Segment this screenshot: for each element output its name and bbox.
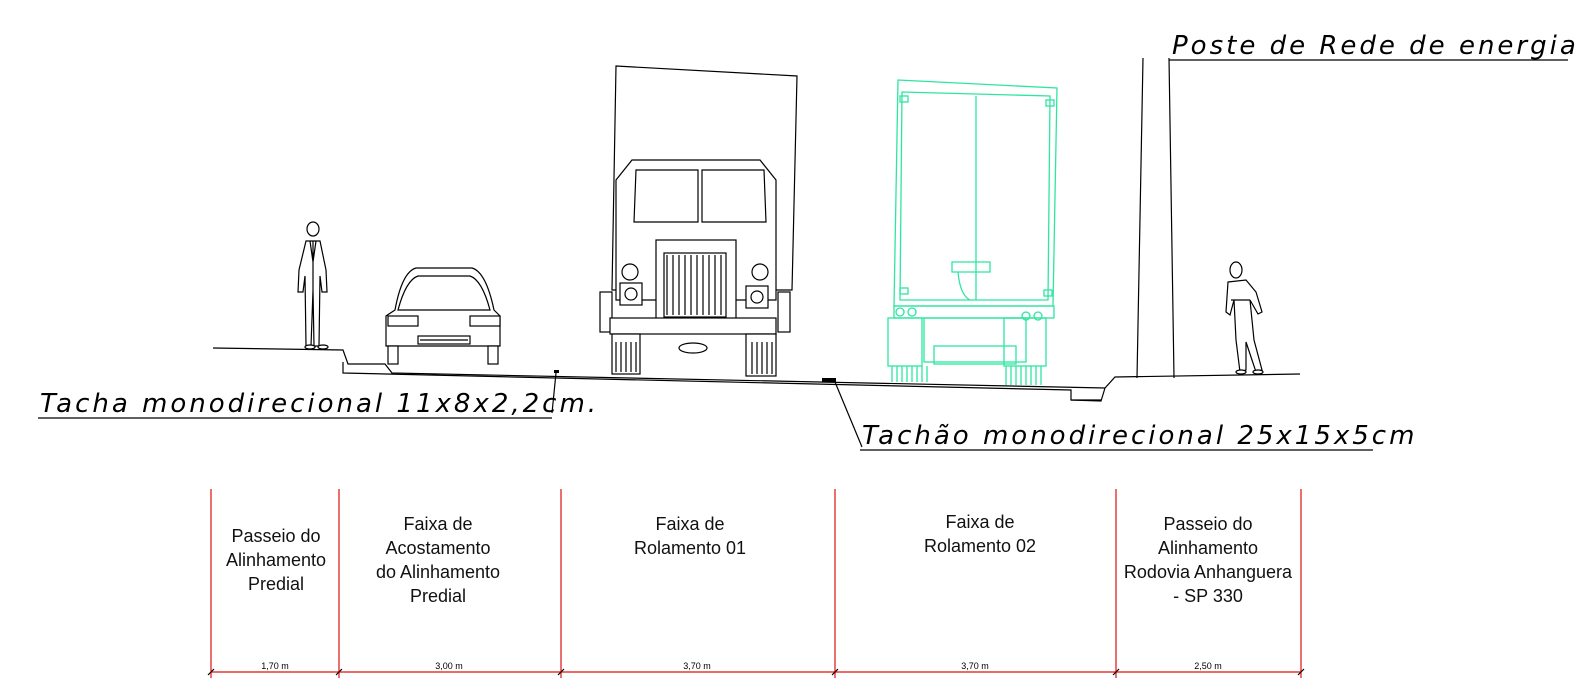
road-profile [212, 347, 1301, 402]
segment-label-line: Predial [410, 586, 466, 606]
pole-label: Poste de Rede de energia [1172, 31, 1579, 61]
tacha-marker [551, 370, 559, 414]
segment-label-line: Acostamento [385, 538, 490, 558]
segment-passeio-predial: Passeio do Alinhamento Predial 1,70 m [226, 526, 326, 671]
dimension-section [207, 489, 1305, 678]
car-front-icon [385, 267, 501, 365]
tachao-label: Tachão monodirecional 25x15x5cm [862, 421, 1417, 451]
utility-pole-icon [1136, 57, 1568, 379]
segment-label-line: Faixa de [945, 512, 1014, 532]
truck-front-icon [599, 65, 798, 377]
truck-rear-icon [887, 79, 1058, 385]
segment-label-line: Passeio do [231, 526, 320, 546]
segment-width: 3,70 m [961, 661, 989, 671]
tacha-label: Tacha monodirecional 11x8x2,2cm. [40, 389, 599, 419]
segment-width: 3,70 m [683, 661, 711, 671]
segment-width: 2,50 m [1194, 661, 1222, 671]
segment-label-line: Alinhamento [226, 550, 326, 570]
segment-label-line: Faixa de [403, 514, 472, 534]
segment-acostamento: Faixa de Acostamento do Alinhamento Pred… [376, 514, 500, 671]
tachao-marker [822, 378, 863, 448]
segment-label-line: - SP 330 [1173, 586, 1243, 606]
segment-label-line: Rolamento 02 [924, 536, 1036, 556]
truck-rear-tires [891, 366, 1042, 385]
segment-label-line: Alinhamento [1158, 538, 1258, 558]
segment-label-line: Rolamento 01 [634, 538, 746, 558]
segment-rolamento-02: Faixa de Rolamento 02 3,70 m [924, 512, 1036, 671]
segment-width: 1,70 m [261, 661, 289, 671]
truck-grille [663, 252, 727, 318]
segment-rolamento-01: Faixa de Rolamento 01 3,70 m [634, 514, 746, 671]
segment-label-line: do Alinhamento [376, 562, 500, 582]
segment-label-line: Passeio do [1163, 514, 1252, 534]
segment-passeio-rodovia: Passeio do Alinhamento Rodovia Anhanguer… [1124, 514, 1293, 671]
segment-label-line: Faixa de [655, 514, 724, 534]
pedestrian-right-icon [1225, 261, 1264, 375]
truck-wheels-front [611, 333, 777, 377]
pedestrian-left-icon [297, 221, 329, 350]
segment-label-line: Rodovia Anhanguera [1124, 562, 1293, 582]
segment-width: 3,00 m [435, 661, 463, 671]
segment-label-line: Predial [248, 574, 304, 594]
